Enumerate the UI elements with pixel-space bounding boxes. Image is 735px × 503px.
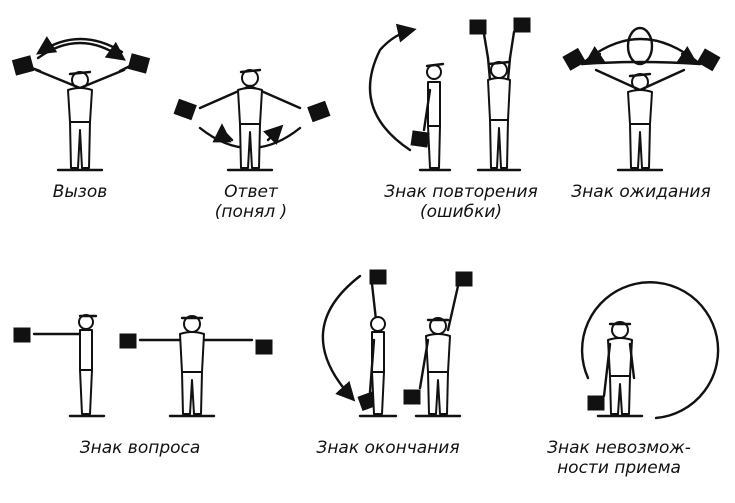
label-answer: Ответ (понял ) <box>196 182 306 222</box>
label-wait-line-1: Знак ожидания <box>571 182 711 202</box>
sailor-question-front <box>119 315 273 415</box>
label-question: Знак вопроса <box>70 438 210 458</box>
label-repeat-line-2: (ошибки) <box>419 202 503 222</box>
label-call-line-1: Вызов <box>52 182 108 202</box>
flag-left <box>173 98 197 121</box>
sailor-answer <box>198 68 302 169</box>
sailor-repeat-side <box>410 62 445 169</box>
label-repeat-line-1: Знак повторения <box>384 182 538 202</box>
sailor-question-side <box>13 314 98 415</box>
sailor-call <box>34 68 126 169</box>
label-cannot-receive: Знак невозмож- ности приема <box>544 438 694 478</box>
label-cannot-receive-line-2: ности приема <box>557 458 681 478</box>
figure-end <box>321 269 473 418</box>
circle-arrow <box>580 281 720 420</box>
flag-right <box>307 100 331 123</box>
figure-cannot-receive <box>580 281 720 420</box>
sailor-end-front <box>403 271 473 415</box>
label-cannot-receive-line-1: Знак невозмож- <box>547 438 691 458</box>
label-end: Знак окончания <box>308 438 468 458</box>
sailor-end-side <box>357 269 387 415</box>
figure-answer <box>173 68 331 172</box>
upper-arc <box>580 37 702 66</box>
figure-wait <box>562 26 721 172</box>
sailor-wait <box>594 68 686 169</box>
label-answer-line-2: (понял ) <box>214 202 288 222</box>
label-question-line-1: Знак вопроса <box>79 438 201 458</box>
label-wait: Знак ожидания <box>566 182 716 202</box>
label-answer-line-1: Ответ <box>224 182 278 202</box>
sailor-repeat-front <box>469 17 531 169</box>
figure-question <box>13 314 273 418</box>
arc-arrow-left <box>35 36 124 55</box>
big-arc-arrow <box>368 23 417 152</box>
label-end-line-1: Знак окончания <box>316 438 460 458</box>
label-call: Вызов <box>30 182 130 202</box>
flag-left <box>11 55 35 76</box>
flag-right <box>127 53 151 74</box>
big-arc-arrow-down <box>321 274 362 402</box>
sailor-cannot-receive <box>587 321 636 415</box>
figure-call <box>11 36 151 172</box>
figure-repeat <box>368 17 531 172</box>
label-repeat: Знак повторения (ошибки) <box>376 182 546 222</box>
